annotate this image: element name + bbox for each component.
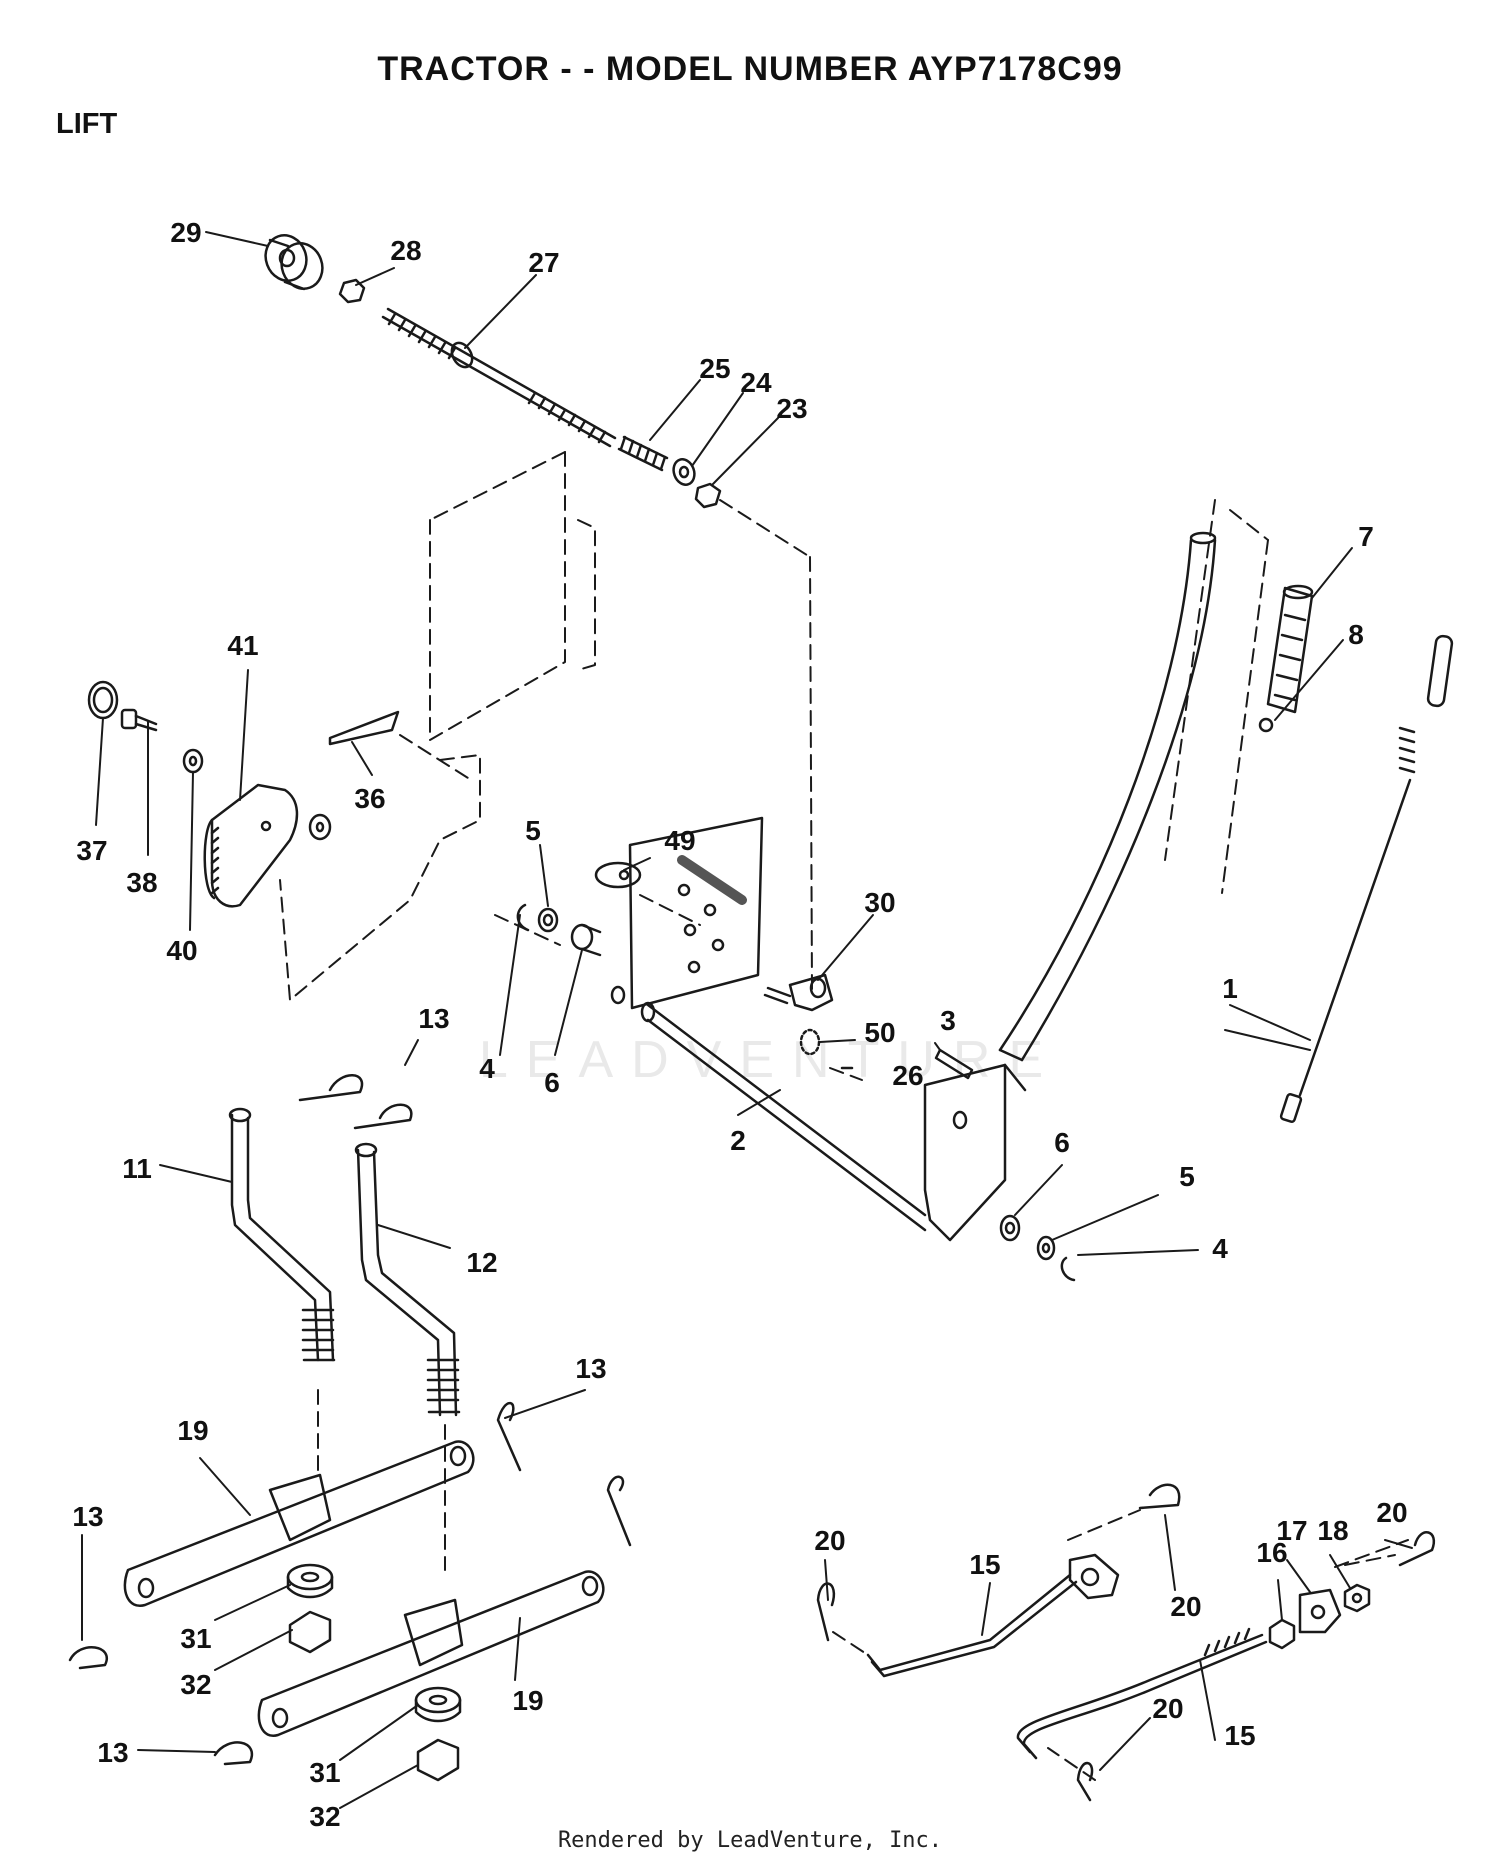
callout-26: 26: [892, 1060, 923, 1091]
callout-15-upper: 15: [969, 1549, 1000, 1580]
callout-28: 28: [390, 235, 421, 266]
callout-41: 41: [227, 630, 258, 661]
part-32-nut-upper: [288, 1610, 332, 1654]
callout-19-upper: 19: [177, 1415, 208, 1446]
part-11-link: [228, 1107, 336, 1362]
callout-31-upper: 31: [180, 1623, 211, 1654]
callout-20-d: 20: [1152, 1693, 1183, 1724]
part-20-hairpins: [816, 1483, 1436, 1802]
callout-13-right: 13: [575, 1353, 606, 1384]
callout-36: 36: [354, 783, 385, 814]
callout-1: 1: [1222, 973, 1238, 1004]
callout-4-left: 4: [479, 1053, 495, 1084]
footer-credit: Rendered by LeadVenture, Inc.: [557, 1828, 943, 1853]
part-13-hairpins: [68, 1074, 632, 1766]
callout-24: 24: [740, 367, 772, 398]
part-27-rod: [381, 307, 617, 448]
callout-20-a: 20: [814, 1525, 845, 1556]
part-28-nut: [338, 278, 366, 304]
callout-4-right: 4: [1212, 1233, 1228, 1264]
callout-11: 11: [122, 1153, 152, 1184]
part-15-rod-upper: [866, 1553, 1120, 1678]
callout-16: 16: [1256, 1537, 1287, 1568]
part-18-nut: [1343, 1583, 1371, 1613]
callout-13-left: 13: [72, 1501, 103, 1532]
callout-13-bottom: 13: [97, 1737, 128, 1768]
callout-3: 3: [940, 1005, 956, 1036]
callout-20-b: 20: [1170, 1591, 1201, 1622]
part-36-clip: [328, 710, 400, 746]
part-19-lift-arm-upper: [123, 1440, 475, 1607]
part-38-bolt: [120, 708, 158, 732]
part-19-lift-arm-lower: [257, 1570, 605, 1737]
part-40-washers: [182, 748, 332, 841]
callout-37: 37: [76, 835, 107, 866]
page-title: TRACTOR - - MODEL NUMBER AYP7178C99: [377, 50, 1123, 88]
callout-23: 23: [776, 393, 807, 424]
callout-12: 12: [466, 1247, 497, 1278]
callout-32-upper: 32: [180, 1669, 211, 1700]
callout-13-top: 13: [418, 1003, 449, 1034]
lift-lever: [998, 531, 1217, 1062]
callout-18: 18: [1317, 1515, 1348, 1546]
part-49-washer: [594, 861, 642, 889]
part-24-washer: [672, 458, 696, 486]
callout-29: 29: [170, 217, 201, 248]
callout-7: 7: [1358, 521, 1374, 552]
callout-15-lower: 15: [1224, 1720, 1255, 1751]
part-37-cap: [87, 680, 119, 720]
callout-25: 25: [699, 353, 730, 384]
part-1-rod: [1279, 634, 1454, 1123]
callout-30: 30: [864, 887, 895, 918]
callout-31-lower: 31: [309, 1757, 340, 1788]
callout-20-c: 20: [1376, 1497, 1407, 1528]
callout-8: 8: [1348, 619, 1364, 650]
callout-38: 38: [126, 867, 157, 898]
callout-2: 2: [730, 1125, 746, 1156]
callout-32-lower: 32: [309, 1801, 340, 1832]
part-8-ferrule: [1258, 717, 1274, 733]
callout-49: 49: [664, 825, 695, 856]
callout-6-left: 6: [544, 1067, 560, 1098]
part-12-link: [354, 1142, 461, 1417]
callout-40: 40: [166, 935, 197, 966]
part-3-pin: [934, 1048, 974, 1080]
part-2-lift-shaft: [610, 816, 1027, 1242]
part-15-rod-lower: [1016, 1627, 1268, 1760]
part-23-nut: [694, 482, 722, 509]
callout-17: 17: [1276, 1515, 1307, 1546]
part-25-spring: [617, 435, 669, 472]
part-29-knob: [264, 234, 324, 291]
part-30-swivel: [763, 973, 834, 1012]
callout-27: 27: [528, 247, 559, 278]
part-50-lockwasher: [799, 1028, 821, 1056]
section-label: LIFT: [56, 108, 118, 140]
part-7-grip: [1266, 584, 1314, 714]
part-4-5-6-left-hardware: [516, 903, 602, 957]
part-16-nut: [1268, 1618, 1296, 1650]
callout-50: 50: [864, 1017, 895, 1048]
part-41-housing: [203, 783, 299, 908]
part-31-bushing-lower: [414, 1686, 462, 1723]
callout-6-right: 6: [1054, 1127, 1070, 1158]
part-17-block: [1298, 1588, 1342, 1634]
part-32-nut-lower: [416, 1738, 460, 1782]
callout-5-left: 5: [525, 815, 541, 846]
part-31-bushing-upper: [286, 1563, 334, 1599]
callout-19-lower: 19: [512, 1685, 543, 1716]
callout-5-right: 5: [1179, 1161, 1195, 1192]
part-4-5-6-right-hardware: [999, 1214, 1076, 1282]
